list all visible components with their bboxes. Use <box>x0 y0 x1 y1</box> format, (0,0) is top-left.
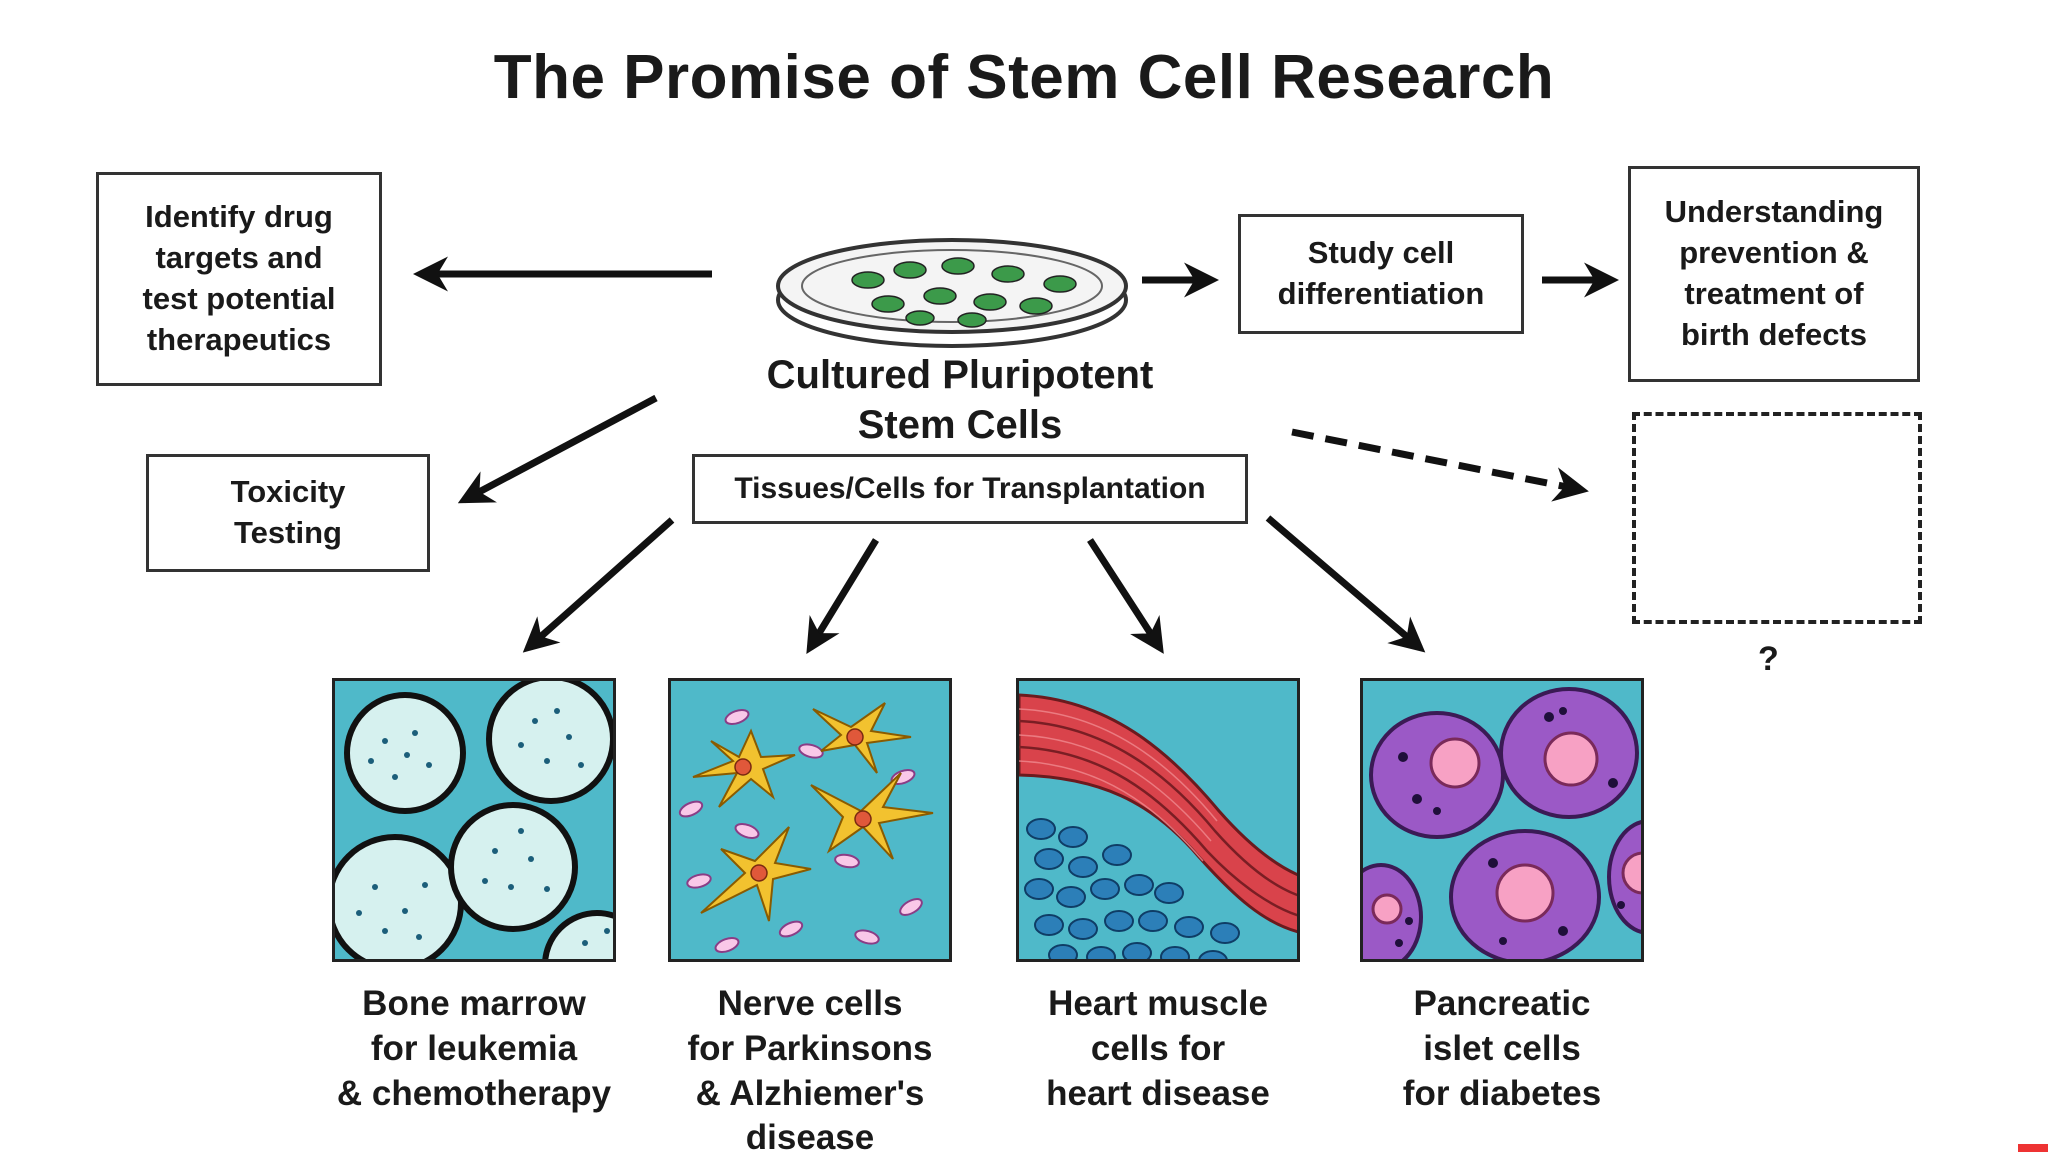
transplantation-box: Tissues/Cells for Transplantation <box>692 454 1248 524</box>
arrow-to-bone-marrow <box>522 517 675 653</box>
toxicity-box: Toxicity Testing <box>146 454 430 572</box>
drug-targets-label: Identify drug targets and test potential… <box>142 199 336 357</box>
unknown-application-box <box>1632 412 1922 624</box>
heart-muscle-caption: Heart muscle cells for heart disease <box>1046 984 1270 1113</box>
pancreatic-panel <box>1360 678 1644 962</box>
diagram-title: The Promise of Stem Cell Research <box>493 43 1555 112</box>
drug-targets-box: Identify drug targets and test potential… <box>96 172 382 386</box>
petri-dish-icon <box>776 238 1128 348</box>
arrow-to-nerve-cells <box>806 538 879 654</box>
birth-defects-label: Understanding prevention & treatment of … <box>1664 194 1884 352</box>
arrow-to-unknown <box>1291 428 1589 502</box>
corner-logo-mark <box>2018 1144 2048 1152</box>
toxicity-label: Toxicity Testing <box>230 474 346 550</box>
pancreatic-caption: Pancreatic islet cells for diabetes <box>1402 984 1602 1113</box>
arrow-to-heart-muscle <box>1087 538 1164 654</box>
nerve-cells-panel <box>668 678 952 962</box>
birth-defects-box: Understanding prevention & treatment of … <box>1628 166 1920 382</box>
bone-marrow-caption: Bone marrow for leukemia & chemotherapy <box>336 984 612 1113</box>
nerve-cells-caption: Nerve cells for Parkinsons & Alzhiemer's… <box>687 984 933 1158</box>
bone-marrow-cells-icon <box>335 681 613 959</box>
heart-muscle-cells-icon <box>1019 693 1297 959</box>
differentiation-label: Study cell differentiation <box>1277 235 1485 311</box>
stem-cells-label: Cultured Pluripotent Stem Cells <box>766 353 1154 447</box>
arrow-to-pancreatic <box>1265 515 1426 653</box>
question-mark: ? <box>1758 640 1779 678</box>
arrow-to-toxicity <box>457 394 658 504</box>
heart-muscle-panel <box>1016 678 1300 962</box>
transplantation-label: Tissues/Cells for Transplantation <box>734 472 1206 506</box>
bone-marrow-panel <box>332 678 616 962</box>
pancreatic-islet-cells-icon <box>1363 687 1641 959</box>
differentiation-box: Study cell differentiation <box>1238 214 1524 334</box>
nerve-cells-icon <box>678 702 934 953</box>
